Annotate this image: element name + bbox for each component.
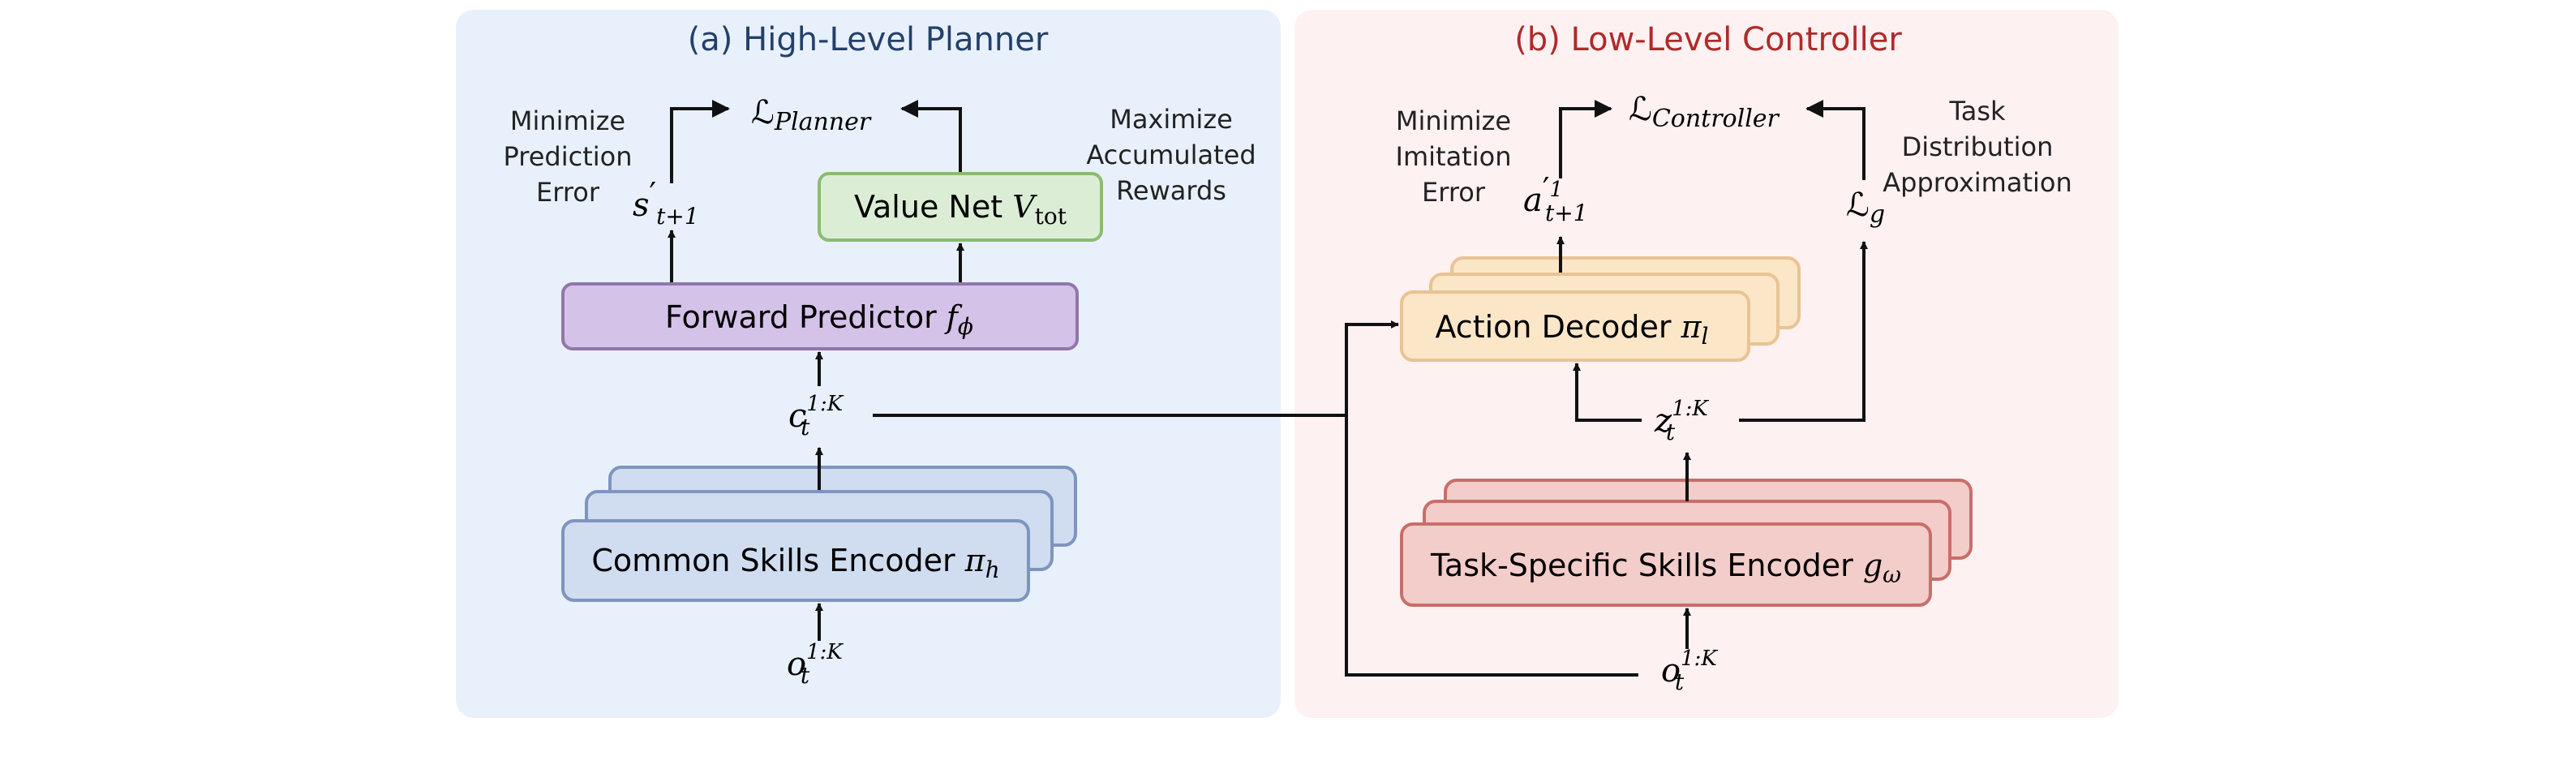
svg-text:Minimize: Minimize: [1396, 105, 1511, 136]
svg-text:Distribution: Distribution: [1902, 131, 2054, 162]
svg-text:Error: Error: [536, 177, 600, 208]
arrow-latent-to-action-decoder: [1573, 363, 1642, 422]
task-encoder-label: Task-Specific Skills Encoder gω: [1430, 548, 1901, 588]
panel-high-level-planner: (a) High-Level Planner ℒPlanner Minimize…: [456, 10, 1281, 718]
maximize-accumulated-rewards-note: Maximize Accumulated Rewards: [1086, 104, 1256, 206]
minimize-prediction-error-note: Minimize Prediction Error: [504, 105, 633, 208]
arrow-g-loss-to-controller-loss: [1805, 100, 1865, 180]
panel-low-level-controller: (b) Low-Level Controller ℒController Min…: [1294, 10, 2119, 718]
minimize-imitation-error-note: Minimize Imitation Error: [1396, 105, 1512, 208]
forward-predictor-label: Forward Predictor fϕ: [665, 299, 973, 340]
forward-predictor-rect: [561, 282, 1079, 350]
common-skills-encoder-stack: Common Skills Encoder πh: [561, 466, 1077, 602]
panel-a-title: (a) High-Level Planner: [688, 21, 1049, 58]
svg-text:Task: Task: [1948, 96, 2006, 127]
arrow-latent-to-g-loss: [1739, 241, 1868, 422]
svg-text:Maximize: Maximize: [1110, 104, 1233, 135]
action-decoder-stack: Action Decoder πl: [1400, 256, 1801, 362]
value-net-rect: [818, 172, 1103, 242]
svg-text:Accumulated: Accumulated: [1086, 140, 1256, 170]
svg-text:Imitation: Imitation: [1396, 141, 1512, 172]
arrow-value-net-to-planner-loss: [900, 100, 962, 172]
value-net-box: Value Net Vtot: [818, 172, 1103, 242]
controller-loss-label: ℒController: [1629, 91, 1780, 133]
task-encoder-front-layer: [1400, 522, 1932, 607]
panel-b-arrows: [1345, 100, 1868, 677]
task-distribution-approximation-note: Task Distribution Approximation: [1883, 96, 2072, 198]
action-decoder-front-layer: [1400, 290, 1750, 362]
panel-a-arrows: [668, 100, 964, 641]
svg-text:Approximation: Approximation: [1883, 167, 2072, 198]
arrow-action-to-controller-loss: [1559, 100, 1612, 178]
panel-b-title: (b) Low-Level Controller: [1514, 21, 1902, 58]
forward-predictor-box: Forward Predictor fϕ: [561, 282, 1079, 350]
svg-text:Error: Error: [1422, 177, 1486, 208]
svg-text:Minimize: Minimize: [510, 105, 625, 136]
g-loss-label: ℒg: [1846, 187, 1885, 229]
task-specific-skills-encoder-stack: Task-Specific Skills Encoder gω: [1400, 479, 1973, 607]
action-decoder-label: Action Decoder πl: [1435, 309, 1708, 350]
arrow-next-state-to-planner-loss: [670, 100, 730, 183]
planner-loss-label: ℒPlanner: [751, 94, 872, 136]
common-encoder-front-layer: [561, 519, 1030, 602]
value-net-label: Value Net Vtot: [854, 189, 1067, 230]
arrow-obs-to-action-decoder-bypass: [1345, 320, 1638, 677]
svg-text:Prediction: Prediction: [504, 141, 633, 172]
svg-text:Rewards: Rewards: [1116, 175, 1226, 206]
next-state-label: s′t+1: [633, 176, 699, 230]
common-encoder-label: Common Skills Encoder πh: [591, 543, 999, 583]
